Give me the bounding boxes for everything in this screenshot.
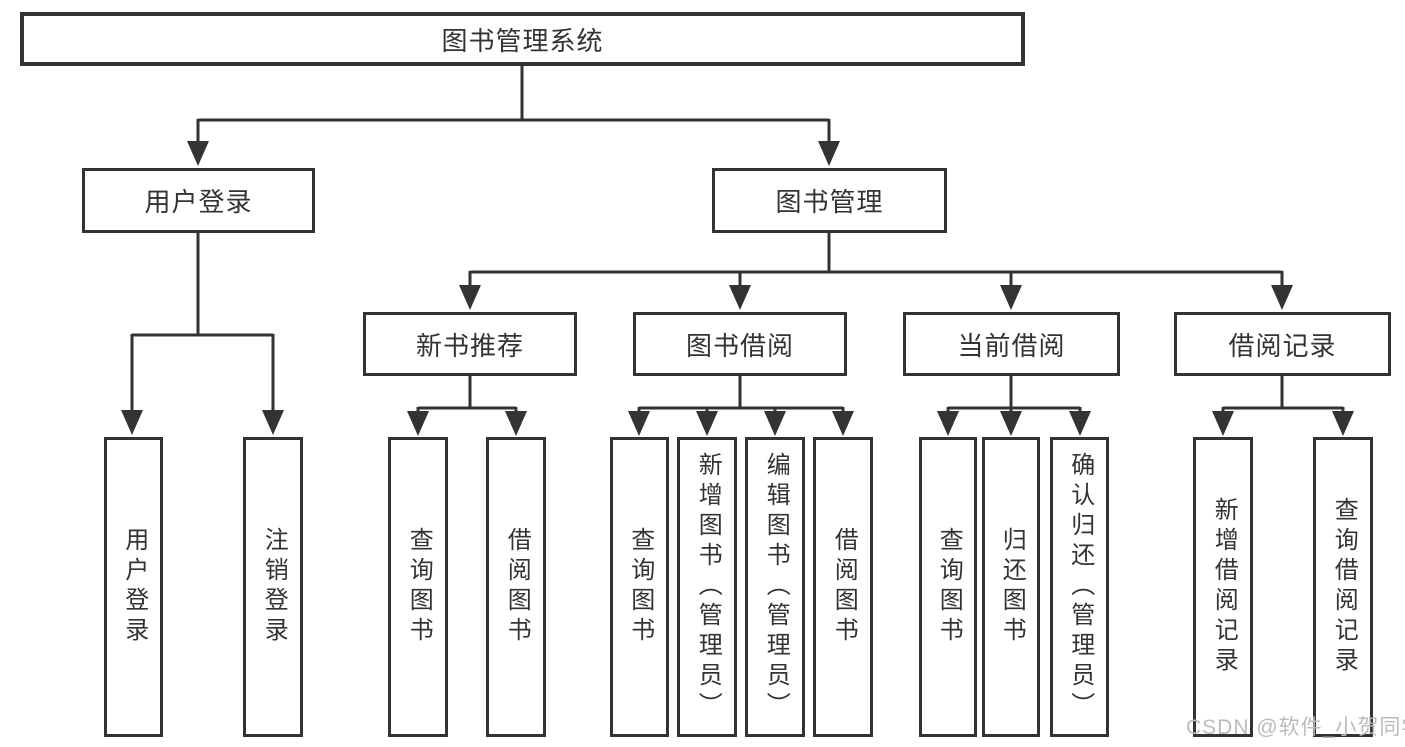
node-new-book-recommend: 新书推荐: [363, 312, 577, 376]
leaf-edit-book-admin: 编辑图书（管理员）: [745, 437, 805, 737]
leaf-query-books-recommend-label: 查询图书: [405, 527, 433, 647]
node-borrowing-records: 借阅记录: [1174, 312, 1391, 376]
leaf-add-borrow-record: 新增借阅记录: [1193, 437, 1253, 737]
leaf-add-book-admin: 新增图书（管理员）: [677, 437, 737, 737]
leaf-confirm-return-admin: 确认归还（管理员）: [1050, 437, 1109, 737]
watermark: CSDN @软件_小贺同学: [1186, 716, 1405, 739]
leaf-return-books: 归还图书: [982, 437, 1040, 737]
leaf-borrow-books-borrowing: 借阅图书: [813, 437, 873, 737]
leaf-add-borrow-record-label: 新增借阅记录: [1210, 497, 1238, 677]
node-user-login: 用户登录: [82, 168, 315, 233]
leaf-logout-label: 注销登录: [260, 527, 288, 647]
leaf-confirm-return-admin-label: 确认归还（管理员）: [1066, 452, 1094, 722]
leaf-add-book-admin-label: 新增图书（管理员）: [694, 452, 722, 722]
leaf-edit-book-admin-label: 编辑图书（管理员）: [762, 452, 790, 722]
leaf-query-books-borrowing-label: 查询图书: [626, 527, 654, 647]
leaf-user-login: 用户登录: [104, 437, 163, 737]
leaf-borrow-books-recommend: 借阅图书: [486, 437, 546, 737]
node-current-borrowing: 当前借阅: [903, 312, 1120, 376]
leaf-query-books-borrowing: 查询图书: [610, 437, 669, 737]
leaf-query-borrow-record: 查询借阅记录: [1313, 437, 1373, 737]
leaf-borrow-books-recommend-label: 借阅图书: [503, 527, 531, 647]
leaf-return-books-label: 归还图书: [998, 527, 1026, 647]
leaf-borrow-books-borrowing-label: 借阅图书: [830, 527, 858, 647]
leaf-query-books-current: 查询图书: [919, 437, 977, 737]
leaf-user-login-label: 用户登录: [120, 527, 148, 647]
leaf-query-books-recommend: 查询图书: [388, 437, 448, 737]
node-book-borrowing: 图书借阅: [633, 312, 847, 376]
node-library-management-system: 图书管理系统: [20, 12, 1025, 66]
node-book-management: 图书管理: [712, 168, 947, 233]
leaf-query-borrow-record-label: 查询借阅记录: [1330, 497, 1358, 677]
leaf-query-books-current-label: 查询图书: [935, 527, 963, 647]
leaf-logout: 注销登录: [243, 437, 303, 737]
